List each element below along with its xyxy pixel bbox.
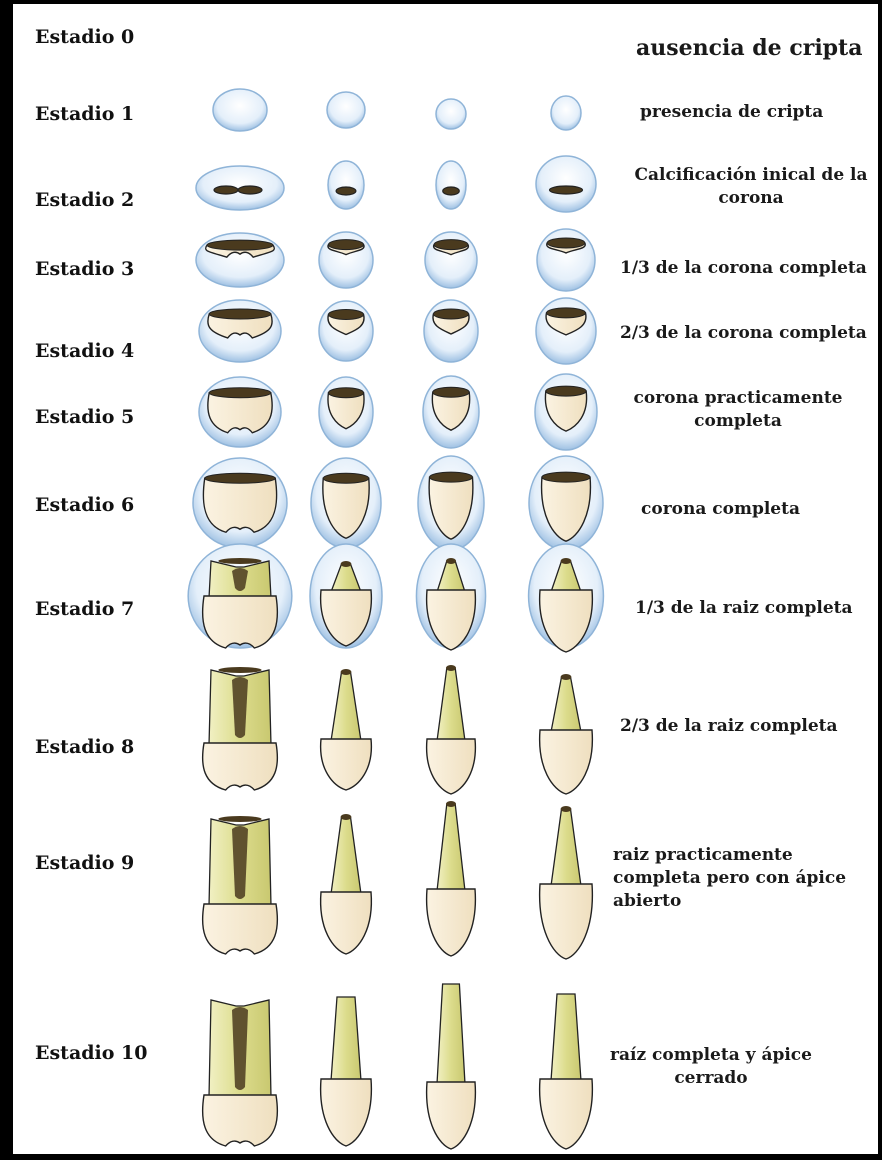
stage-1-description: presencia de cripta <box>640 101 823 124</box>
diagram-frame: Estadio 0 Estadio 1 Estadio 2 Estadio 3 … <box>13 4 878 1154</box>
stage-9-incisivo-central <box>321 814 372 954</box>
stage-1-incisivo-lateral-crypt <box>436 99 466 129</box>
stage-9-molar <box>203 816 278 954</box>
stage-10-incisivo-lateral <box>427 984 476 1149</box>
stage-2-molar <box>196 166 284 210</box>
stage-3-incisivo-lateral <box>425 232 477 288</box>
stage-8-canino <box>540 674 593 794</box>
stage-1-molar-crypt <box>213 89 267 131</box>
stage-4-incisivo-central <box>319 301 373 361</box>
stage-10-canino <box>540 994 593 1149</box>
stage-5-incisivo-central <box>319 377 373 447</box>
stage-8-incisivo-lateral <box>427 665 476 794</box>
stage-6-incisivo-lateral <box>418 456 484 550</box>
stage-1-canino-crypt <box>551 96 581 130</box>
stage-9-label: Estadio 9 <box>35 852 134 874</box>
stage-5-incisivo-lateral <box>423 376 479 448</box>
stage-4-incisivo-lateral <box>424 300 478 362</box>
stage-3-description: 1/3 de la corona completa <box>620 257 867 280</box>
stage-2-description: Calcificación inical de la corona <box>631 164 871 210</box>
stage-7-label: Estadio 7 <box>35 598 134 620</box>
stage-6-label: Estadio 6 <box>35 494 134 516</box>
stage-1-incisivo-central-crypt <box>327 92 365 128</box>
stage-8-description: 2/3 de la raiz completa <box>620 715 838 738</box>
stage-5-molar <box>199 377 281 447</box>
stage-4-canino <box>536 298 596 364</box>
stage-4-molar <box>199 300 281 362</box>
stage-0-description: ausencia de cripta <box>636 37 862 60</box>
stage-9-incisivo-lateral <box>427 801 476 956</box>
stage-6-molar <box>193 458 287 548</box>
stage-2-incisivo-lateral <box>436 161 466 209</box>
stage-7-description: 1/3 de la raiz completa <box>635 597 853 620</box>
stage-6-canino <box>529 456 603 550</box>
stage-3-incisivo-central <box>319 232 373 288</box>
stage-2-label: Estadio 2 <box>35 189 134 211</box>
stage-9-canino <box>540 806 593 959</box>
stage-3-label: Estadio 3 <box>35 258 134 280</box>
stage-10-description: raíz completa y ápice cerrado <box>601 1044 821 1090</box>
stage-7-incisivo-central <box>310 544 382 648</box>
stage-10-incisivo-central <box>321 997 372 1146</box>
stage-5-description: corona practicamente completa <box>623 387 853 433</box>
stage-2-incisivo-central <box>328 161 364 209</box>
stage-10-molar <box>203 1000 278 1146</box>
stage-7-molar <box>188 544 292 648</box>
stage-4-description: 2/3 de la corona completa <box>620 322 867 345</box>
stage-2-canino <box>536 156 596 212</box>
stage-6-incisivo-central <box>311 458 381 548</box>
stage-8-incisivo-central <box>321 669 372 790</box>
stage-5-canino <box>535 374 597 450</box>
stage-8-molar <box>203 667 278 790</box>
stage-6-description: corona completa <box>641 498 800 521</box>
stage-7-canino <box>529 544 604 652</box>
stage-7-incisivo-lateral <box>416 544 485 650</box>
stage-8-label: Estadio 8 <box>35 736 134 758</box>
stage-9-description: raiz practicamente completa pero con ápi… <box>613 844 846 913</box>
stage-5-label: Estadio 5 <box>35 406 134 428</box>
stage-3-canino <box>537 229 595 291</box>
stage-3-molar <box>196 233 284 287</box>
stage-10-label: Estadio 10 <box>35 1042 148 1064</box>
stage-1-label: Estadio 1 <box>35 103 134 125</box>
stage-0-label: Estadio 0 <box>35 26 134 48</box>
stage-4-label: Estadio 4 <box>35 340 134 362</box>
